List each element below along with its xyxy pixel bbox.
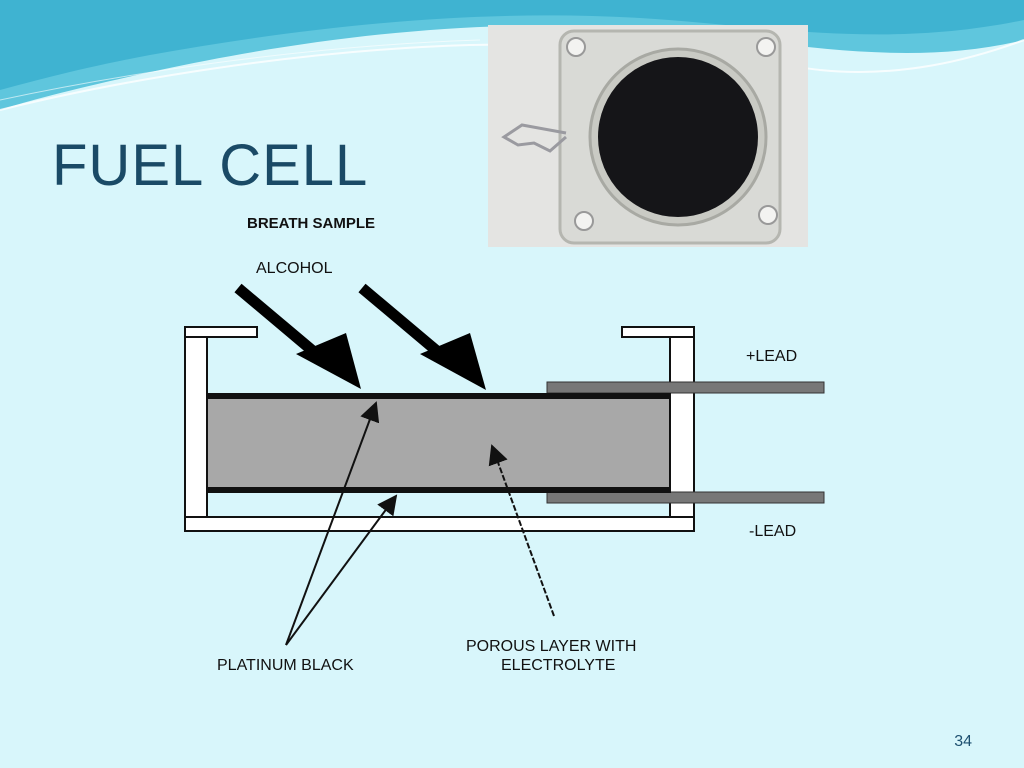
minus-lead-bar	[546, 491, 825, 504]
platinum-black-bottom	[207, 487, 670, 492]
breath-sample-label: BREATH SAMPLE	[247, 215, 375, 232]
platinum-black-label: PLATINUM BLACK	[217, 657, 354, 674]
alcohol-arrow-right	[358, 283, 486, 390]
alcohol-arrow-left	[234, 283, 361, 389]
housing-frame	[184, 326, 695, 532]
plus-lead-bar	[546, 381, 825, 394]
minus-lead-label: -LEAD	[749, 523, 796, 540]
pointer-lines	[285, 401, 555, 646]
platinum-black-top	[207, 394, 670, 399]
plus-lead-label: +LEAD	[746, 348, 797, 365]
page-number: 34	[954, 733, 972, 750]
porous-layer-label-line1: POROUS LAYER WITH	[466, 638, 636, 655]
porous-electrolyte-layer	[206, 393, 671, 493]
slide-title: FUEL CELL	[52, 133, 369, 198]
fuel-cell-photo	[488, 25, 808, 247]
porous-layer-label-line2: ELECTROLYTE	[501, 657, 615, 674]
alcohol-label: ALCOHOL	[256, 260, 333, 277]
